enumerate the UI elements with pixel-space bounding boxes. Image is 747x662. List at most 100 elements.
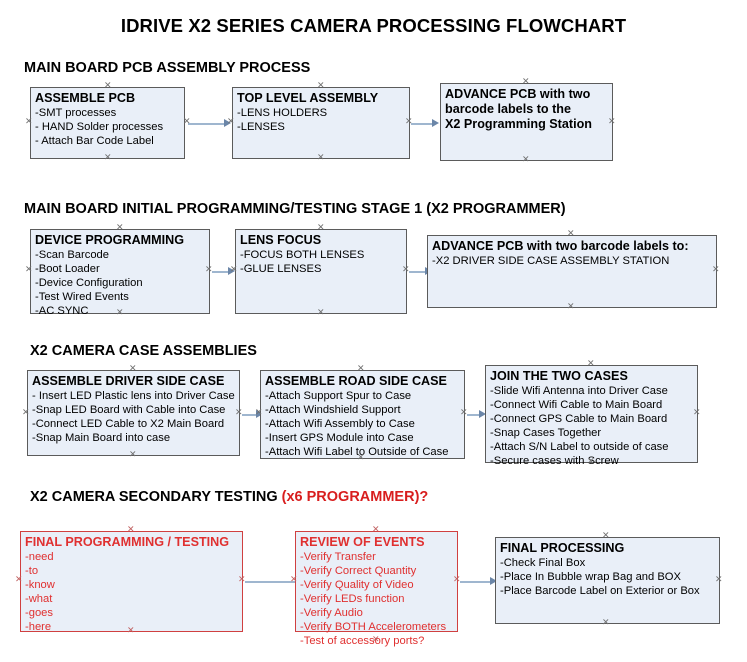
handle-marker-icon: ✕ [453,575,461,585]
handle-marker-icon: ✕ [402,265,410,275]
box-line: - Insert LED Plastic lens into Driver Ca… [32,389,235,402]
box-join-the-two-cases[interactable]: JOIN THE TWO CASES -Slide Wifi Antenna i… [485,365,698,467]
box-line: -Snap Cases Together [490,427,602,439]
box-line: -to [25,564,39,577]
handle-marker-icon: ✕ [205,265,213,275]
box-line: -Boot Loader [35,262,100,275]
connector-review-of-events-to-final-processing [460,581,492,583]
box-line: - HAND Solder processes [35,120,164,133]
box-line: - Attach Bar Code Label [35,134,154,147]
section-heading-text: X2 CAMERA CASE ASSEMBLIES [30,343,257,359]
handle-marker-icon: ✕ [372,635,380,645]
box-line: -AC SYNC [35,305,89,318]
section-heading-x2-camera-secondary-testing: X2 CAMERA SECONDARY TESTING (x6 PROGRAMM… [30,489,428,505]
box-line: -Secure cases with Screw [490,455,619,468]
section-heading-text: MAIN BOARD INITIAL PROGRAMMING/TESTING S… [24,201,566,217]
handle-marker-icon: ✕ [116,223,124,233]
arrow-head-icon [256,410,263,418]
box-line: -FOCUS BOTH LENSES [240,248,365,261]
box-line: -Test Wired Events [35,291,129,303]
box-line: -Verify Audio [300,607,363,620]
box-line: -know [25,578,55,591]
box-title: ASSEMBLE PCB [35,91,136,105]
handle-marker-icon: ✕ [290,575,298,585]
box-title: REVIEW OF EVENTS [300,535,425,549]
box-line: -what [25,593,53,605]
box-line: -Verify LEDs function [300,593,405,605]
box-line: -Attach Wifi Assembly to Case [265,417,415,430]
handle-marker-icon: ✕ [567,302,575,312]
box-review-of-events[interactable]: REVIEW OF EVENTS -Verify Transfer -Verif… [295,531,458,647]
box-line: -Place In Bubble wrap Bag and BOX [500,570,681,583]
box-title: ADVANCE PCB with two barcode labels to: [432,239,689,253]
box-line: -Place Barcode Label on Exterior or Box [500,584,700,597]
handle-marker-icon: ✕ [587,359,595,369]
connector-driver-side-case-to-road-side-case [242,414,258,416]
handle-marker-icon: ✕ [405,117,413,127]
box-line: X2 Programming Station [445,116,592,131]
connector-final-programming-to-review-of-events [245,581,295,583]
box-line: -Attach Support Spur to Case [265,389,412,402]
handle-marker-icon: ✕ [104,81,112,91]
handle-marker-icon: ✕ [715,575,723,585]
box-line: -Verify Quality of Video [300,578,414,591]
section-heading-accent: (x6 PROGRAMMER)? [281,489,429,505]
box-line-overflow: -Test of accessory ports? [300,635,425,648]
handle-marker-icon: ✕ [317,223,325,233]
box-line: -Verify Correct Quantity [300,564,417,577]
handle-marker-icon: ✕ [608,117,616,127]
box-line: barcode labels to the [445,101,571,116]
box-device-programming[interactable]: DEVICE PROGRAMMING -Scan Barcode -Boot L… [30,229,210,317]
box-line: -goes [25,607,53,620]
handle-marker-icon: ✕ [602,618,610,628]
handle-marker-icon: ✕ [317,308,325,318]
box-line: -Verify BOTH Accelerometers [300,621,447,634]
box-final-programming-testing[interactable]: FINAL PROGRAMMING / TESTING -need -to -k… [20,531,243,633]
box-line: -Connect Wifi Cable to Main Board [490,398,663,411]
handle-marker-icon: ✕ [317,153,325,163]
connector-road-side-case-to-join-the-two-cases [467,414,481,416]
box-final-processing[interactable]: FINAL PROCESSING -Check Final Box -Place… [495,537,720,624]
box-line: -Insert GPS Module into Case [265,432,414,444]
box-line: -need [25,550,54,563]
box-title: ASSEMBLE ROAD SIDE CASE [265,374,447,388]
box-assemble-driver-side-case[interactable]: ASSEMBLE DRIVER SIDE CASE - Insert LED P… [27,370,240,456]
connector-top-level-assembly-to-advance-pcb [411,123,434,125]
handle-marker-icon: ✕ [227,117,235,127]
page-title: IDRIVE X2 SERIES CAMERA PROCESSING FLOWC… [120,15,627,36]
handle-marker-icon: ✕ [357,364,365,374]
handle-marker-icon: ✕ [522,155,530,165]
section-heading-text: MAIN BOARD PCB ASSEMBLY PROCESS [24,60,311,76]
box-lens-focus[interactable]: LENS FOCUS -FOCUS BOTH LENSES -GLUE LENS… [235,229,407,314]
box-assemble-pcb[interactable]: ASSEMBLE PCB -SMT processes - HAND Solde… [30,87,185,159]
box-line: -Slide Wifi Antenna into Driver Case [490,384,668,397]
box-advance-pcb-to-driver-side-case-assembly[interactable]: ADVANCE PCB with two barcode labels to: … [427,235,717,308]
box-title: ASSEMBLE DRIVER SIDE CASE [32,374,225,388]
handle-marker-icon: ✕ [235,408,243,418]
arrow-head-icon [479,410,486,418]
handle-marker-icon: ✕ [567,229,575,239]
box-line: -Connect GPS Cable to Main Board [490,412,668,425]
handle-marker-icon: ✕ [255,408,263,418]
handle-marker-icon: ✕ [230,265,238,275]
box-line: -Scan Barcode [35,248,110,261]
section-heading-main-board-pcb-assembly-process: MAIN BOARD PCB ASSEMBLY PROCESS [24,60,310,76]
box-assemble-road-side-case[interactable]: ASSEMBLE ROAD SIDE CASE -Attach Support … [260,370,465,459]
box-line: -SMT processes [35,106,117,119]
box-line: -Check Final Box [500,556,586,569]
connector-device-programming-to-lens-focus [212,271,230,273]
handle-marker-icon: ✕ [25,265,33,275]
box-line: -LENS HOLDERS [237,106,328,119]
box-title: FINAL PROGRAMMING / TESTING [25,535,230,549]
box-line: -Attach Windshield Support [265,403,401,416]
arrow-head-icon [490,577,497,585]
handle-marker-icon: ✕ [460,408,468,418]
box-line: -Snap LED Board with Cable into Case [32,403,226,416]
box-title: TOP LEVEL ASSEMBLY [237,91,379,105]
arrow-head-icon [224,119,231,127]
handle-marker-icon: ✕ [522,77,530,87]
box-top-level-assembly[interactable]: TOP LEVEL ASSEMBLY -LENS HOLDERS -LENSES [232,87,410,159]
connector-lens-focus-to-advance-pcb [409,271,427,273]
handle-marker-icon: ✕ [15,575,23,585]
box-advance-pcb-to-x2-programming-station[interactable]: ADVANCE PCB with two barcode labels to t… [440,83,613,161]
